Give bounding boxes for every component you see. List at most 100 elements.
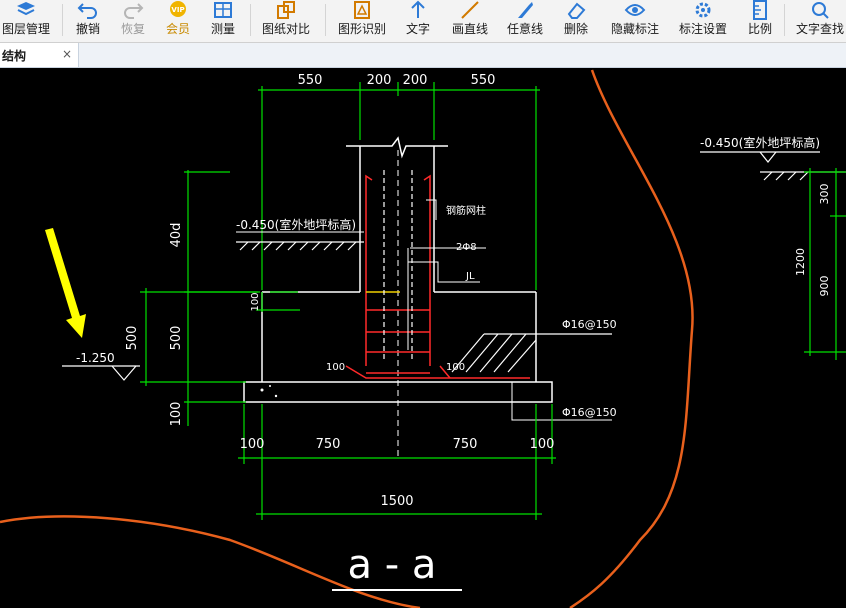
toolbar-separator bbox=[250, 4, 251, 36]
toolbar-separator bbox=[325, 4, 326, 36]
measure-icon bbox=[214, 2, 232, 18]
left-dim-40d: 40d bbox=[169, 223, 184, 248]
toolbar-separator bbox=[62, 4, 63, 36]
hook-right-label: 100 bbox=[446, 362, 465, 373]
right-dimension bbox=[804, 168, 846, 360]
text-search-button[interactable]: 文字查找 bbox=[794, 0, 846, 42]
undo-button[interactable]: 撤销 bbox=[72, 0, 104, 42]
redo-icon bbox=[124, 3, 144, 19]
eye-icon bbox=[624, 4, 646, 16]
ground-level-label: -0.450(室外地坪标高) bbox=[236, 217, 356, 232]
bottom-dim-100-left: 100 bbox=[240, 437, 265, 452]
bottom-dim-750-left: 750 bbox=[316, 437, 341, 452]
rebar-top-label: Φ16@150 bbox=[562, 318, 617, 331]
delete-label: 删除 bbox=[563, 22, 588, 36]
ground-level-right bbox=[700, 151, 846, 181]
base-level-label: -1.250 bbox=[76, 351, 115, 365]
shape-recognition-label: 图形识别 bbox=[337, 22, 386, 36]
scale-label: 比例 bbox=[747, 22, 772, 36]
small-dim-100: 100 bbox=[250, 292, 261, 311]
right-dim-1200: 1200 bbox=[794, 248, 807, 276]
right-dim-900: 900 bbox=[818, 276, 831, 297]
shape-recognition-icon bbox=[354, 1, 370, 19]
draw-line-button[interactable]: 画直线 bbox=[448, 0, 492, 42]
total-width-dim: 1500 bbox=[380, 494, 413, 509]
compare-icon bbox=[277, 1, 295, 19]
drawing-canvas[interactable]: 550 200 200 550 -0.450(室外地坪标高) bbox=[0, 68, 846, 608]
base-level-marker bbox=[62, 365, 140, 381]
hide-annotation-label: 隐藏标注 bbox=[610, 22, 659, 36]
column-rebar-label: 钢筋网柱 bbox=[446, 204, 486, 217]
compare-button[interactable]: 图纸对比 bbox=[258, 0, 314, 42]
hook-left-label: 100 bbox=[326, 362, 345, 373]
jl-label: JL bbox=[465, 271, 475, 282]
settings-icon bbox=[695, 2, 711, 18]
layers-icon bbox=[17, 2, 35, 16]
ground-level-right-label: -0.450(室外地坪标高) bbox=[700, 135, 820, 150]
undo-label: 撤销 bbox=[75, 22, 100, 36]
top-dimension bbox=[258, 82, 540, 290]
boundary-line-bottom bbox=[0, 515, 421, 608]
compare-label: 图纸对比 bbox=[261, 22, 310, 36]
draw-line-label: 画直线 bbox=[451, 22, 488, 36]
close-icon[interactable]: × bbox=[61, 47, 72, 61]
undo-icon bbox=[77, 3, 97, 19]
scale-button[interactable]: 比例 bbox=[744, 0, 776, 42]
shape-recognition-button[interactable]: 图形识别 bbox=[334, 0, 390, 42]
top-dim-550-left: 550 bbox=[298, 73, 323, 88]
vip-icon: VIP bbox=[170, 1, 186, 17]
text-search-icon bbox=[812, 2, 829, 19]
tab-structure[interactable]: 结构 × bbox=[0, 43, 79, 67]
text-icon bbox=[411, 0, 425, 18]
rebar bbox=[345, 174, 530, 379]
left-dimension bbox=[140, 170, 300, 426]
rebar-hatch bbox=[451, 333, 612, 373]
tab-bar: 结构 × bbox=[0, 43, 846, 68]
top-dim-550-right: 550 bbox=[471, 73, 496, 88]
annotation-settings-button[interactable]: 标注设置 bbox=[675, 0, 731, 42]
text-button[interactable]: 文字 bbox=[402, 0, 434, 42]
line-icon bbox=[461, 1, 479, 19]
ruler-icon bbox=[753, 0, 767, 20]
text-label: 文字 bbox=[405, 22, 430, 36]
left-dim-500: 500 bbox=[169, 326, 184, 351]
vip-badge-text: VIP bbox=[171, 6, 184, 14]
toolbar: 图层管理 撤销 恢复 VIP 会员 测量 图纸对比 图形识别 文字 画直线 任意… bbox=[0, 0, 846, 43]
column-outline bbox=[261, 136, 537, 382]
ground-level-left bbox=[236, 241, 364, 251]
pointer-arrow-icon bbox=[45, 228, 86, 338]
annotation-settings-label: 标注设置 bbox=[678, 22, 727, 36]
bottom-dim-750-right: 750 bbox=[453, 437, 478, 452]
freeline-label: 任意线 bbox=[506, 22, 543, 36]
vip-button[interactable]: VIP 会员 bbox=[162, 0, 194, 42]
measure-button[interactable]: 测量 bbox=[207, 0, 239, 42]
hide-annotation-button[interactable]: 隐藏标注 bbox=[607, 0, 663, 42]
right-dim-300: 300 bbox=[818, 184, 831, 205]
layer-manager-label: 图层管理 bbox=[1, 22, 50, 36]
rebar-bottom-label: Φ16@150 bbox=[562, 406, 617, 419]
delete-button[interactable]: 删除 bbox=[560, 0, 592, 42]
measure-label: 测量 bbox=[210, 22, 235, 36]
bottom-dim-100-right: 100 bbox=[530, 437, 555, 452]
outer-dim-500: 500 bbox=[125, 326, 140, 351]
base-hatch bbox=[260, 385, 278, 398]
text-search-label: 文字查找 bbox=[795, 22, 844, 36]
tab-structure-label: 结构 bbox=[2, 48, 27, 63]
top-dim-200-right: 200 bbox=[403, 73, 428, 88]
rebar-bottom-leader bbox=[511, 382, 612, 421]
boundary-line-right bbox=[569, 69, 694, 608]
layer-manager-button[interactable]: 图层管理 bbox=[0, 0, 52, 42]
section-title: a - a bbox=[348, 542, 437, 588]
bottom-dimension bbox=[238, 404, 556, 520]
stirrup-label: 2Φ8 bbox=[456, 242, 477, 253]
toolbar-separator bbox=[784, 4, 785, 36]
vip-label: 会员 bbox=[165, 22, 190, 36]
freeline-button[interactable]: 任意线 bbox=[503, 0, 547, 42]
redo-label: 恢复 bbox=[120, 22, 145, 36]
left-dim-100: 100 bbox=[169, 402, 184, 427]
base-slab bbox=[243, 381, 553, 403]
top-dim-200-left: 200 bbox=[367, 73, 392, 88]
redo-button[interactable]: 恢复 bbox=[117, 0, 149, 42]
eraser-icon bbox=[567, 2, 586, 19]
leader-lines bbox=[407, 199, 486, 350]
